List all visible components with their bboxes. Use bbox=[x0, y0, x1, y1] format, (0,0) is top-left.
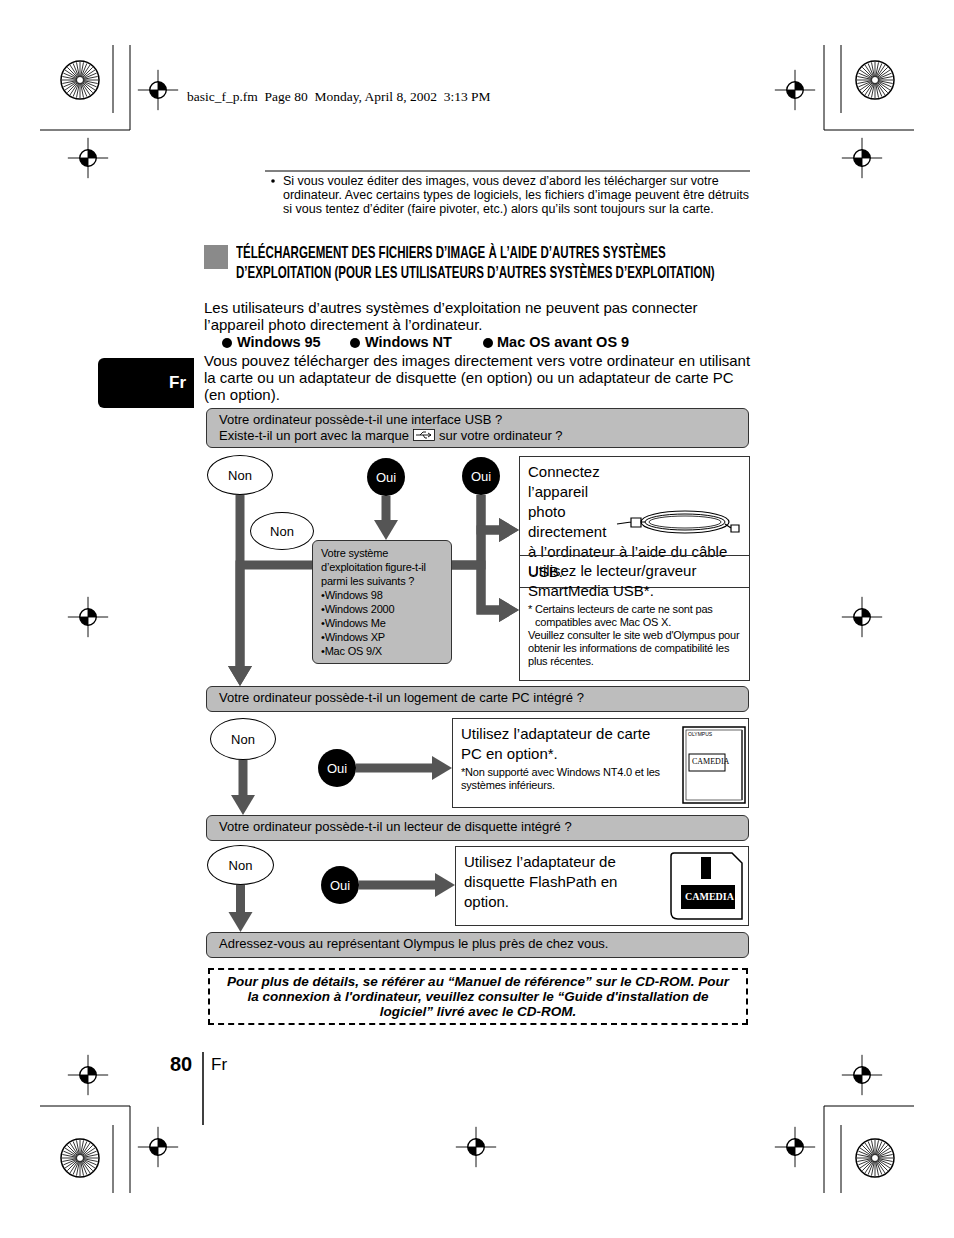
flow-arrow bbox=[481, 495, 519, 542]
footer-rule bbox=[202, 1052, 204, 1125]
yes-circle: Oui bbox=[318, 749, 356, 787]
node-text: Votre système d’exploitation figure-t-il… bbox=[321, 546, 443, 588]
node-text: Veuillez consulter le site web d'Olympus… bbox=[528, 629, 741, 668]
flow-arrow bbox=[481, 495, 519, 622]
yes-circle: Oui bbox=[321, 866, 359, 904]
flow-arrow bbox=[356, 756, 452, 780]
os-name: Windows NT bbox=[365, 334, 452, 350]
node-text: Non bbox=[231, 732, 255, 747]
node-text: Adressez-vous au représentant Olympus le… bbox=[219, 936, 736, 952]
node-text: Oui bbox=[327, 761, 347, 776]
note-rule bbox=[265, 171, 750, 172]
node-text: •Windows Me bbox=[321, 616, 443, 630]
bullet-dot bbox=[271, 179, 275, 183]
node-text: *Non supporté avec Windows NT4.0 et les … bbox=[461, 766, 670, 792]
node-text: Oui bbox=[330, 878, 350, 893]
question-text: Votre ordinateur possède-t-il une interf… bbox=[219, 412, 736, 428]
intro-text: Les utilisateurs d’autres systèmes d’exp… bbox=[204, 299, 752, 333]
floppy-adapter-illustration bbox=[671, 853, 742, 919]
language-code: Fr bbox=[211, 1054, 227, 1076]
os-question-box: Votre système d’exploitation figure-t-il… bbox=[312, 540, 452, 664]
section-title: TÉLÉCHARGEMENT DES FICHIERS D’IMAGE À L’… bbox=[236, 243, 753, 283]
brand-mark: CAMEDIA bbox=[685, 890, 734, 904]
info-band: Adressez-vous au représentant Olympus le… bbox=[206, 932, 749, 958]
brand-mark: CAMEDIA bbox=[692, 757, 729, 767]
flow-arrow bbox=[359, 873, 455, 897]
node-text: Oui bbox=[376, 470, 396, 485]
question-band: Votre ordinateur possède-t-il une interf… bbox=[206, 408, 749, 448]
node-text: •Windows 2000 bbox=[321, 602, 443, 616]
node-text: •Windows 98 bbox=[321, 588, 443, 602]
pc-card-illustration bbox=[683, 727, 745, 803]
node-text: Non bbox=[270, 524, 294, 539]
node-text: * Certains lecteurs de carte ne sont pas… bbox=[528, 603, 741, 629]
no-ellipse: Non bbox=[210, 718, 276, 760]
node-text: Utilisez l’adaptateur de disquette Flash… bbox=[464, 852, 658, 912]
os-name: Mac OS avant OS 9 bbox=[497, 334, 629, 350]
question-text: sur votre ordinateur ? bbox=[439, 428, 563, 443]
question-band: Votre ordinateur possède-t-il un lecteur… bbox=[206, 815, 749, 841]
flow-arrow bbox=[229, 885, 253, 932]
action-box: Utilisez le lecteur/graveur SmartMedia U… bbox=[519, 555, 750, 681]
yes-circle: Oui bbox=[367, 458, 405, 496]
node-text: Utilisez le lecteur/graveur SmartMedia U… bbox=[528, 561, 741, 601]
node-text: Oui bbox=[471, 469, 491, 484]
flow-arrow bbox=[452, 565, 519, 622]
bullet-dot bbox=[350, 338, 360, 348]
no-ellipse: Non bbox=[207, 455, 273, 495]
yes-circle: Oui bbox=[462, 457, 500, 495]
node-text: Pour plus de détails, se référer au “Man… bbox=[220, 974, 736, 1019]
bullet-dot bbox=[483, 338, 493, 348]
flow-arrow bbox=[231, 760, 255, 815]
os-name: Windows 95 bbox=[237, 334, 321, 350]
flow-arrow bbox=[374, 496, 398, 540]
node-text: •Windows XP bbox=[321, 630, 443, 644]
no-ellipse: Non bbox=[250, 512, 314, 550]
crop-marks bbox=[40, 45, 914, 1193]
node-text: Fr bbox=[169, 373, 186, 393]
node-text: Non bbox=[229, 858, 253, 873]
node-text: Votre ordinateur possède-t-il un lecteur… bbox=[219, 819, 736, 835]
node-text: •Mac OS 9/X bbox=[321, 644, 443, 658]
flow-arrow bbox=[452, 518, 519, 565]
note-text: Si vous voulez éditer des images, vous d… bbox=[283, 174, 751, 216]
file-header: basic_f_p.fm Page 80 Monday, April 8, 20… bbox=[187, 89, 491, 105]
brand-mark: OLYMPUS bbox=[688, 731, 712, 737]
question-band: Votre ordinateur possède-t-il un logemen… bbox=[206, 686, 749, 712]
node-text: Votre ordinateur possède-t-il un logemen… bbox=[219, 690, 736, 706]
node-text: Non bbox=[228, 468, 252, 483]
no-ellipse: Non bbox=[207, 845, 274, 885]
intro-text: Vous pouvez télécharger des images direc… bbox=[204, 352, 752, 403]
page-number: 80 bbox=[170, 1052, 192, 1076]
reference-note: Pour plus de détails, se référer au “Man… bbox=[208, 968, 748, 1025]
node-text: Utilisez l’adaptateur de carte PC en opt… bbox=[461, 724, 670, 764]
bullet-dot bbox=[222, 338, 232, 348]
question-line: Existe-t-il un port avec la marque sur vo… bbox=[219, 428, 736, 444]
flow-arrow bbox=[228, 565, 312, 686]
title-square bbox=[204, 245, 228, 269]
language-tab: Fr bbox=[98, 358, 194, 408]
usb-symbol bbox=[413, 429, 435, 441]
question-text: Existe-t-il un port avec la marque bbox=[219, 428, 409, 443]
action-box: Utilisez l’adaptateur de disquette Flash… bbox=[455, 846, 749, 926]
usb-cable-illustration bbox=[613, 502, 741, 542]
